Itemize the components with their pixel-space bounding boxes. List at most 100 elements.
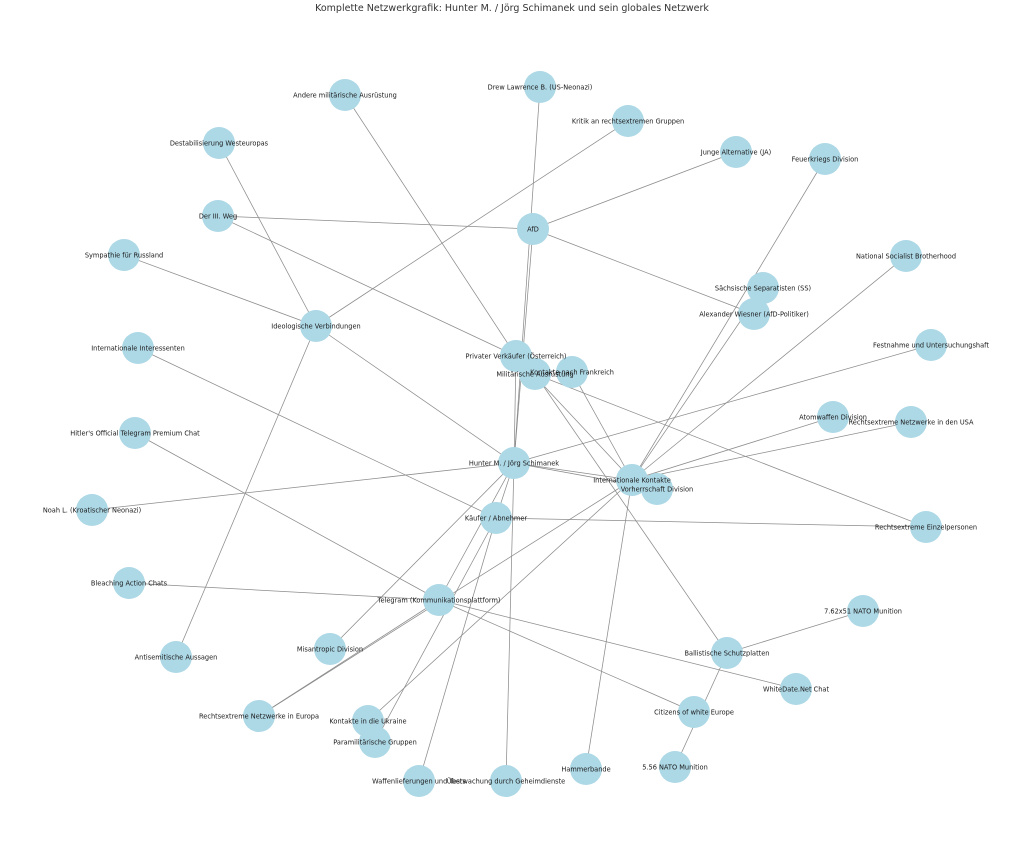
edge-intint-kaeufer <box>137 347 497 519</box>
label-layer: Andere militärische Ausrüstung Drew Lawre… <box>43 83 990 785</box>
node-label-intkont: Internationale Kontakte <box>593 476 671 484</box>
edge-ballist-nato762 <box>726 610 864 654</box>
node-label-noah: Noah L. (Kroatischer Neonazi) <box>43 506 141 514</box>
edge-hunter-intkont <box>513 462 633 481</box>
node-label-afd: AfD <box>527 225 539 233</box>
edge-ideo-antisem <box>175 325 317 658</box>
node-hitler <box>119 417 151 449</box>
node-label-sympathie: Sympathie für Russland <box>85 251 163 259</box>
node-telegram <box>423 584 455 616</box>
node-whitedate <box>780 673 812 705</box>
node-label-frankreich: Kontakte nach Frankreich <box>530 368 614 376</box>
node-atomwaffen <box>817 401 849 433</box>
edge-destab-ideo <box>218 142 317 327</box>
node-vorherr <box>641 473 673 505</box>
edge-weg-afd <box>217 215 534 230</box>
edge-telegram-europa <box>258 599 440 717</box>
node-kritik <box>612 105 644 137</box>
edge-intkont-hammer <box>585 479 633 770</box>
node-citizens <box>678 696 710 728</box>
edge-milaus-einzel <box>534 373 927 528</box>
edge-kaeufer-einzel <box>495 517 927 528</box>
node-label-waffen: Waffenlieferungen und Tests <box>372 777 466 785</box>
node-label-kritik: Kritik an rechtsextremen Gruppen <box>572 117 684 125</box>
node-nato762 <box>847 595 879 627</box>
edge-milaus-ballist <box>534 373 728 654</box>
chart-title: Komplette Netzwerkgrafik: Hunter M. / Jö… <box>315 3 709 14</box>
node-usa <box>895 406 927 438</box>
node-label-wiesner: Alexander Wiesner (AfD-Politiker) <box>699 310 809 318</box>
node-label-nato762: 7.62x51 NATO Munition <box>824 607 902 615</box>
node-label-intint: Internationale Interessenten <box>91 344 185 352</box>
node-label-antisem: Antisemitische Aussagen <box>135 653 218 661</box>
edge-telegram-citizens <box>438 599 695 713</box>
node-waffen <box>403 765 435 797</box>
edge-hunter-geheim <box>505 462 515 782</box>
node-bleaching <box>113 567 145 599</box>
node-label-atomwaffen: Atomwaffen Division <box>799 413 867 421</box>
edge-bleaching-telegram <box>128 582 440 601</box>
edge-sympathie-ideo <box>123 254 317 327</box>
node-intint <box>122 332 154 364</box>
edge-telegram-whitedate <box>438 599 797 690</box>
edge-privat-hunter <box>513 355 517 464</box>
node-label-festnahme: Festnahme und Untersuchungshaft <box>873 341 989 349</box>
node-label-weg: Der III. Weg <box>199 212 237 220</box>
node-label-citizens: Citizens of white Europe <box>654 708 734 716</box>
node-feuerkrieg <box>809 143 841 175</box>
edge-weg-privat <box>217 215 517 357</box>
edge-hunter-noah <box>91 462 515 511</box>
node-label-kaeufer: Käufer / Abnehmer <box>465 514 528 522</box>
node-label-ja: Junge Alternative (JA) <box>700 148 771 156</box>
node-label-misan: Misantropic Division <box>297 645 363 653</box>
node-label-vorherr: Vorherrschaft Division <box>621 485 693 493</box>
edge-hunter-telegram <box>438 462 515 601</box>
node-label-andere: Andere militärische Ausrüstung <box>293 91 397 99</box>
node-intkont <box>616 464 648 496</box>
node-ballist <box>711 637 743 669</box>
node-sympathie <box>108 239 140 271</box>
node-label-feuerkrieg: Feuerkriegs Division <box>792 155 859 163</box>
node-label-ballist: Ballistische Schutzplatten <box>685 649 770 657</box>
node-label-drew: Drew Lawrence B. (US-Neonazi) <box>488 83 593 91</box>
node-ja <box>720 136 752 168</box>
node-drew <box>524 71 556 103</box>
node-andere <box>329 79 361 111</box>
edge-afd-wiesner <box>532 228 755 315</box>
node-label-ideo: Ideologische Verbindungen <box>271 322 360 330</box>
node-label-hammer: Hammerbande <box>561 765 610 773</box>
node-label-telegram: Telegram (Kommunikationsplattform) <box>377 596 501 604</box>
edge-feuerkrieg-intkont <box>631 158 826 481</box>
node-layer <box>76 71 947 797</box>
node-milaus <box>519 358 551 390</box>
node-kaeufer <box>480 502 512 534</box>
node-noah <box>76 494 108 526</box>
node-hunter <box>498 447 530 479</box>
node-nato556 <box>659 751 691 783</box>
node-label-nsb: National Socialist Brotherhood <box>856 252 956 260</box>
node-label-privat: Privater Verkäufer (Österreich) <box>466 351 567 360</box>
edge-nsb-intkont <box>631 255 907 481</box>
edge-hitler-telegram <box>134 432 440 601</box>
edge-ja-afd <box>532 151 737 230</box>
edge-usa-intkont <box>631 421 912 481</box>
node-label-nato556: 5.56 NATO Munition <box>642 763 708 771</box>
node-para <box>359 726 391 758</box>
edge-drew-hunter <box>513 86 541 464</box>
node-label-bleaching: Bleaching Action Chats <box>91 579 168 587</box>
node-frankreich <box>556 356 588 388</box>
edge-frankreich-intkont <box>571 371 633 481</box>
edge-kaeufer-para <box>374 517 497 743</box>
node-europa <box>243 700 275 732</box>
node-label-ukraine: Kontakte in die Ukraine <box>329 717 406 725</box>
node-label-milaus: Militärische Ausrüstung <box>496 370 573 378</box>
node-afd <box>517 213 549 245</box>
node-label-europa: Rechtsextreme Netzwerke in Europa <box>199 712 319 720</box>
node-label-ss: Sächsische Separatisten (SS) <box>715 284 811 292</box>
edge-festnahme-hunter <box>513 344 932 464</box>
edge-hunter-misan <box>329 462 515 650</box>
node-label-geheim: Überwachung durch Geheimdienste <box>447 776 565 785</box>
node-label-einzel: Rechtsextreme Einzelpersonen <box>875 523 977 531</box>
node-destab <box>203 127 235 159</box>
